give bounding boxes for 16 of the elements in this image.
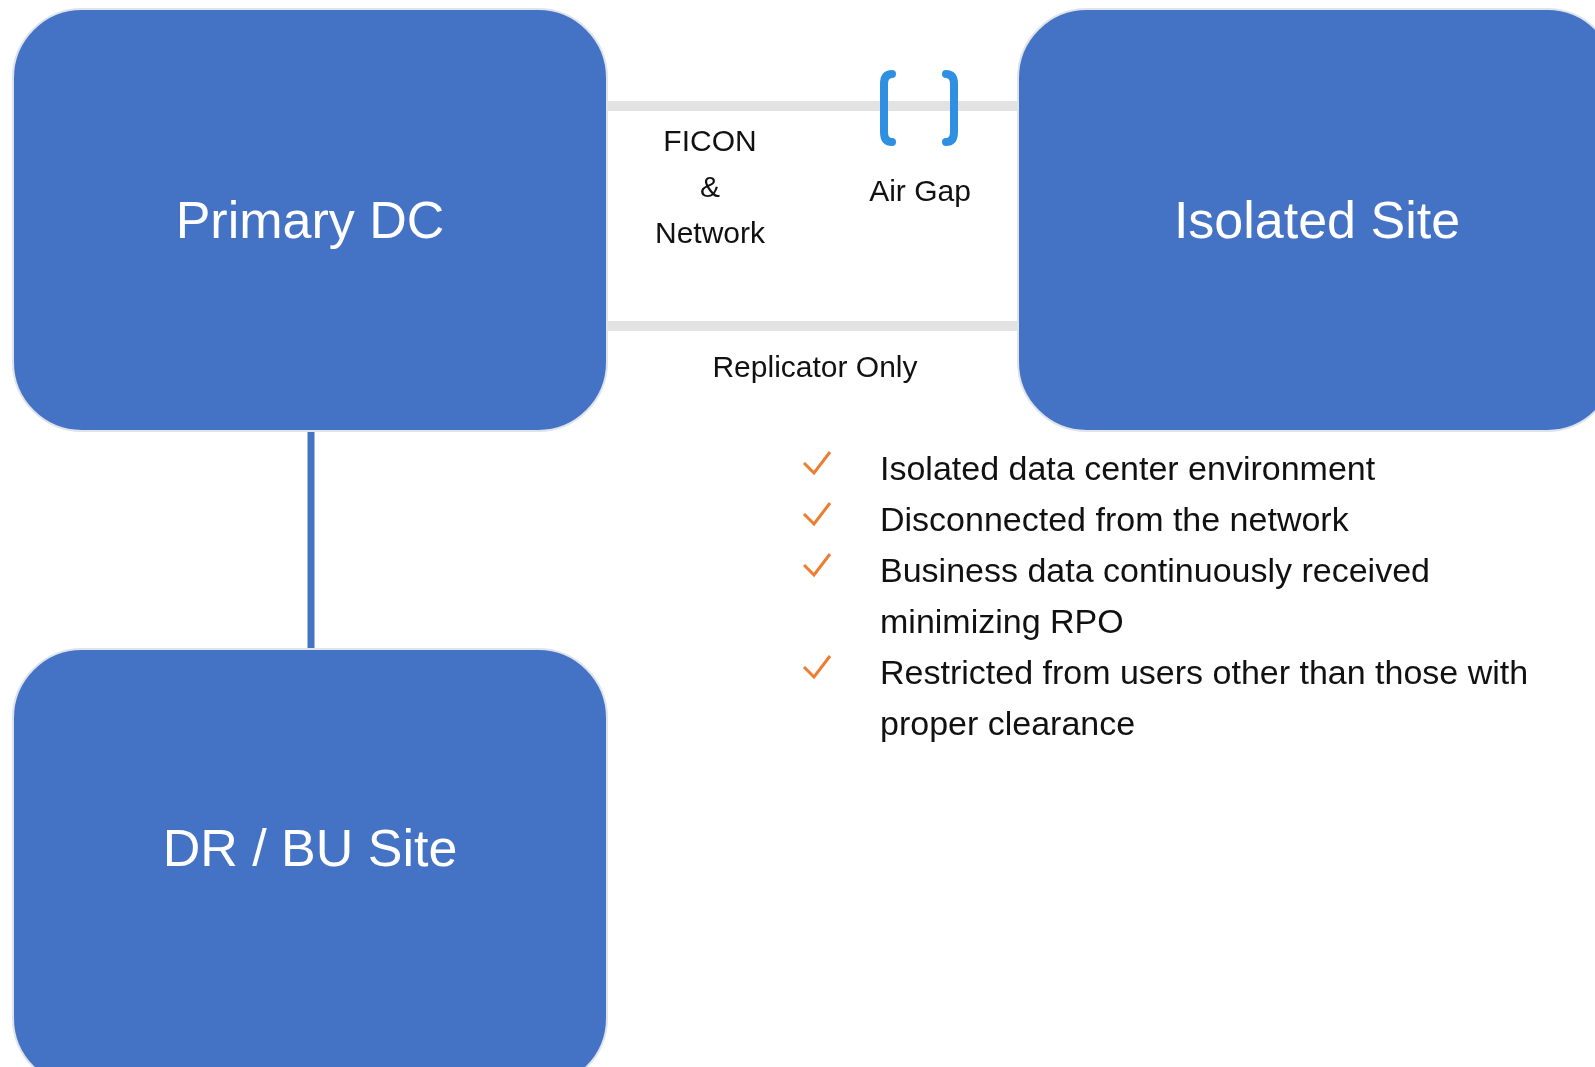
edge-label: FICON & Network bbox=[655, 123, 765, 251]
bullet-text: Business data continuously received minimizing RPO bbox=[880, 550, 1431, 642]
site-name: DR / BU Site bbox=[162, 818, 458, 878]
connector-line bbox=[307, 432, 315, 648]
connector-line bbox=[608, 321, 1017, 331]
site-name: Isolated Site bbox=[1173, 190, 1461, 250]
site-box bbox=[1017, 8, 1595, 432]
connector-line bbox=[608, 101, 1017, 111]
site-box bbox=[12, 648, 608, 1067]
air-gap-label: Air Gap bbox=[868, 173, 972, 209]
site-box bbox=[12, 8, 608, 432]
site-name: Primary DC bbox=[175, 190, 445, 250]
bullet-text: Disconnected from the network bbox=[880, 499, 1350, 540]
bullet-text: Isolated data center environment bbox=[880, 448, 1377, 489]
bullet-text: Restricted from users other than those with proper clearance bbox=[880, 652, 1530, 744]
edge-label: Replicator Only bbox=[711, 349, 919, 385]
